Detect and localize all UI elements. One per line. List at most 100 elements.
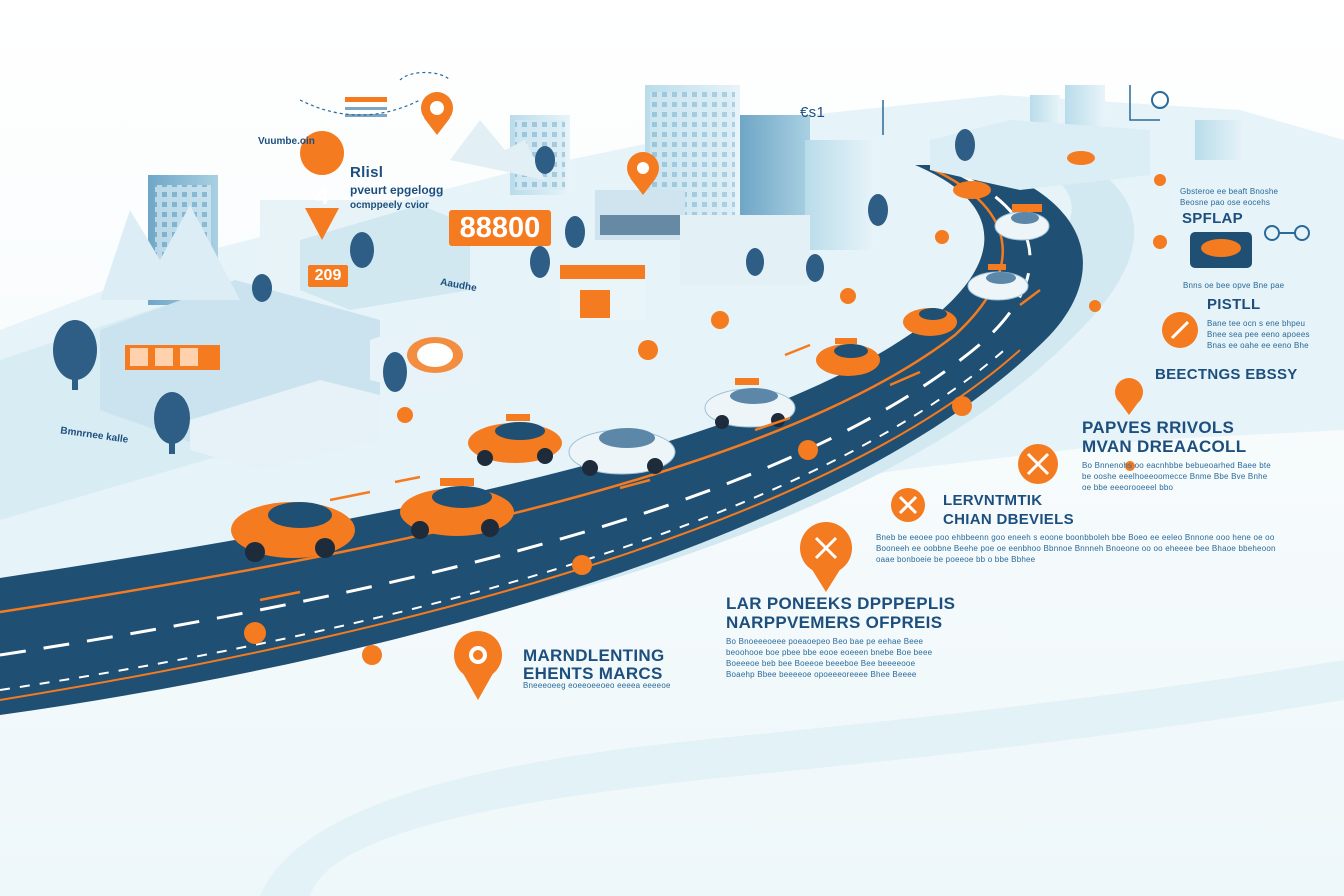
mid-heading-2: CHIAN DBEVIELS — [943, 511, 1074, 528]
car-orange-4 — [816, 338, 880, 376]
window-b — [155, 348, 173, 366]
mountain-mid — [450, 120, 545, 180]
tree — [350, 232, 374, 268]
pins — [300, 92, 1143, 700]
shop-awning — [560, 265, 645, 279]
tree — [955, 129, 975, 161]
lower-road — [260, 660, 1344, 896]
dot — [840, 288, 856, 304]
plaza-title: Rlisl — [350, 164, 384, 181]
right-title: BEECTNGS EBSSY — [1155, 366, 1298, 383]
badge-x-2-icon — [898, 495, 918, 515]
car-orange-3 — [468, 414, 562, 466]
car-orange-7 — [1067, 151, 1095, 165]
dot — [1089, 300, 1101, 312]
dot — [1154, 174, 1166, 186]
cars — [231, 151, 1095, 562]
top-left-caption: Vuumbe.oin — [258, 136, 315, 147]
pin-center-x — [814, 536, 838, 560]
mountain-left — [100, 205, 240, 300]
tree — [535, 146, 555, 174]
right-top-paragraph-a: Gbsteroe ee beaft Bnoshe — [1180, 187, 1279, 196]
pistl-paragraph-d: Bnas ee oahe ee eeno Bhe — [1207, 341, 1309, 350]
dot — [1125, 461, 1135, 471]
ring-icon — [1151, 91, 1169, 109]
dot — [397, 407, 413, 423]
flow-arrows — [259, 289, 1041, 602]
lane-line-orange — [0, 166, 1004, 614]
arrow — [619, 478, 651, 490]
dot — [638, 340, 658, 360]
center-paragraph: Bo Bnoeeeoeee poeaoepeo Beo bae pe eehae… — [726, 637, 933, 679]
tree — [53, 320, 97, 380]
connector-icons — [299, 71, 1310, 268]
edge-line-orange — [0, 349, 1021, 701]
domed-building-arches — [600, 215, 680, 235]
badge-slash-icon — [1170, 320, 1190, 340]
top-price: €s1 — [800, 104, 826, 121]
bottom-paragraph: Bneeeoeeg eoeeoeeoeo eeeea eeeeoe — [523, 681, 671, 690]
plaza-line-1: pveurt epgelogg — [350, 183, 444, 197]
pin-top-tip — [424, 118, 450, 135]
tanker-tank-face — [417, 343, 453, 367]
car-orange-2 — [400, 478, 514, 539]
window-a — [130, 348, 148, 366]
pin-right-tip — [1118, 400, 1140, 415]
counter-badge: 88800 — [449, 210, 551, 246]
car-white-4 — [994, 204, 1050, 241]
tree — [746, 248, 764, 276]
right-heading-1: PAPVES RRIVOLS — [1082, 418, 1235, 437]
car-white-3 — [967, 264, 1029, 301]
car-white-1 — [568, 428, 676, 476]
dot — [362, 645, 382, 665]
pin-top-hole — [430, 101, 444, 115]
waypoint-dots — [244, 174, 1167, 665]
pistl-paragraph-c: Bnee sea pee eeno apoees — [1207, 330, 1310, 339]
pistl-paragraph-a: Bnns oe bee opve Bne pae — [1183, 281, 1285, 290]
dot — [711, 311, 729, 329]
pistl-paragraph-b: Bane tee ocn s ene bhpeu — [1207, 319, 1306, 328]
window-c — [180, 348, 198, 366]
badge-x-1-icon — [1026, 452, 1050, 476]
arrow — [1019, 289, 1041, 306]
lane-dashes-white — [0, 168, 1032, 657]
accent-bar — [345, 97, 387, 102]
main-road — [0, 165, 1083, 715]
car-orange-5 — [903, 308, 957, 336]
edge-dashes-white — [0, 344, 1011, 691]
arrow — [784, 343, 811, 357]
bottom-heading-1: MARNDLENTING — [523, 646, 665, 665]
right-top-paragraph-b: Beosne pao ose eocehs — [1180, 198, 1271, 207]
tower-right — [805, 140, 875, 250]
sp-title: SPFLAP — [1182, 210, 1243, 227]
tree — [806, 254, 824, 282]
pin-plaza-tip — [630, 178, 656, 195]
dot — [952, 396, 972, 416]
arrow — [259, 590, 301, 602]
building-front — [190, 380, 380, 470]
car-orange-6 — [953, 181, 991, 199]
tree-trunk — [72, 375, 78, 390]
tree — [383, 352, 407, 392]
arrow — [754, 416, 791, 432]
tree — [565, 216, 585, 248]
shop-door — [580, 290, 610, 318]
center-heading-1: LAR PONEEKS DPPPEPLIS — [726, 594, 956, 613]
mid-heading-1: LERVNTMTIK — [943, 492, 1043, 509]
pin-right — [1115, 378, 1143, 406]
pistl-title: PISTLL — [1207, 296, 1261, 313]
dot — [244, 622, 266, 644]
pin-bottom-tip — [460, 668, 496, 700]
tree-trunk — [169, 440, 175, 454]
dot — [572, 555, 592, 575]
tree — [868, 194, 888, 226]
pin-4 — [300, 131, 345, 175]
tree — [530, 246, 550, 278]
right-paragraph: Bo Bnnenohs oo eacnhbbe bebueoarhed Baee… — [1082, 461, 1271, 492]
arrow — [394, 475, 421, 484]
center-heading-2: NARPPVEMERS OFPREIS — [726, 613, 943, 632]
car-white-2 — [704, 378, 796, 429]
dot — [798, 440, 818, 460]
arrow — [889, 370, 921, 387]
